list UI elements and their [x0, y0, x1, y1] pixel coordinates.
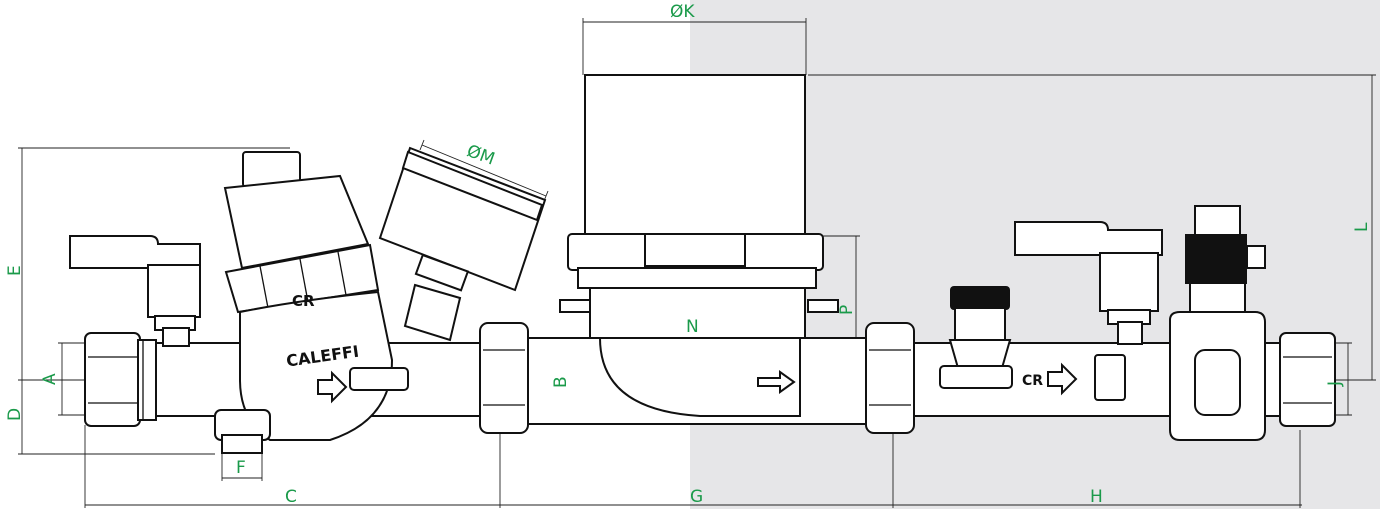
dim-label-D: D	[5, 408, 25, 421]
left-union-nut	[84, 332, 157, 427]
black-cap	[950, 286, 1010, 310]
flow-arrow-icon	[757, 370, 796, 394]
water-meter	[559, 74, 839, 417]
dim-label-N: N	[686, 317, 699, 337]
flow-arrow-icon	[317, 370, 348, 404]
end-union-nut	[1279, 332, 1336, 427]
logo-mark: CR	[1022, 373, 1043, 389]
right-union-nut	[865, 322, 915, 434]
check-valve: CR	[939, 286, 1126, 401]
left-ball-valve	[69, 235, 201, 347]
pressure-gauge	[378, 146, 547, 342]
dim-label-E: E	[5, 265, 25, 276]
dim-label-H: H	[1090, 487, 1103, 507]
dim-label-P: P	[837, 305, 857, 315]
right-ball-valve	[1014, 221, 1163, 345]
black-drain-body	[1185, 234, 1247, 284]
dim-label-F: F	[236, 458, 246, 478]
dim-label-L: L	[1352, 222, 1372, 232]
dim-label-B: B	[551, 376, 571, 388]
dim-label-J: J	[1325, 381, 1345, 387]
dim-label-C: C	[285, 487, 297, 507]
flow-arrow-icon	[1047, 362, 1078, 396]
logo-mark: CR	[292, 292, 315, 310]
center-union-nut	[479, 322, 529, 434]
dim-label-K: ØK	[670, 2, 695, 22]
dim-label-M: ØM	[464, 141, 497, 169]
dimension-lines	[18, 18, 1376, 508]
pressure-reducer: CR CALEFFI	[214, 151, 409, 454]
dim-label-G: G	[690, 487, 703, 507]
drain-valve	[1169, 205, 1266, 441]
dimension-labels: ØK ØM E D A F C G H B N P L J	[5, 2, 1372, 507]
dim-label-A: A	[40, 373, 60, 385]
